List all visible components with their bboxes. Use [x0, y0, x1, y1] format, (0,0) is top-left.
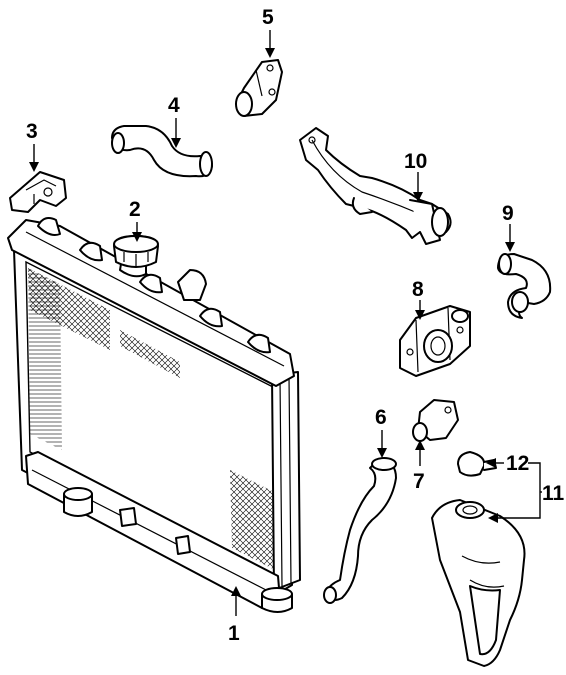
bypass-hose-icon [497, 253, 552, 319]
callout-11: 11 [542, 482, 565, 505]
water-outlet-icon [235, 59, 283, 117]
reservoir-tank-icon [431, 499, 526, 667]
callout-8: 8 [412, 278, 424, 301]
callout-12: 12 [506, 452, 529, 475]
leader-lines [29, 30, 542, 616]
callout-1: 1 [228, 622, 240, 645]
callout-2: 2 [129, 198, 141, 221]
callout-9: 9 [502, 202, 514, 225]
callout-7: 7 [413, 470, 425, 493]
water-pump-housing-icon [399, 305, 471, 377]
lower-hose-icon [323, 457, 397, 604]
callout-3: 3 [26, 120, 38, 143]
water-pipe-icon [299, 127, 452, 245]
callout-labels: 1 2 3 4 5 6 7 8 9 10 11 12 [26, 6, 565, 645]
callout-10: 10 [404, 150, 427, 173]
callout-5: 5 [262, 6, 274, 29]
callout-4: 4 [168, 94, 180, 117]
callout-6: 6 [375, 406, 387, 429]
thermostat-housing-icon [412, 399, 459, 442]
mounting-bracket-icon [9, 171, 67, 213]
radiator-icon [7, 217, 301, 613]
radiator-cap-icon [113, 235, 159, 268]
upper-hose-icon [111, 125, 213, 178]
